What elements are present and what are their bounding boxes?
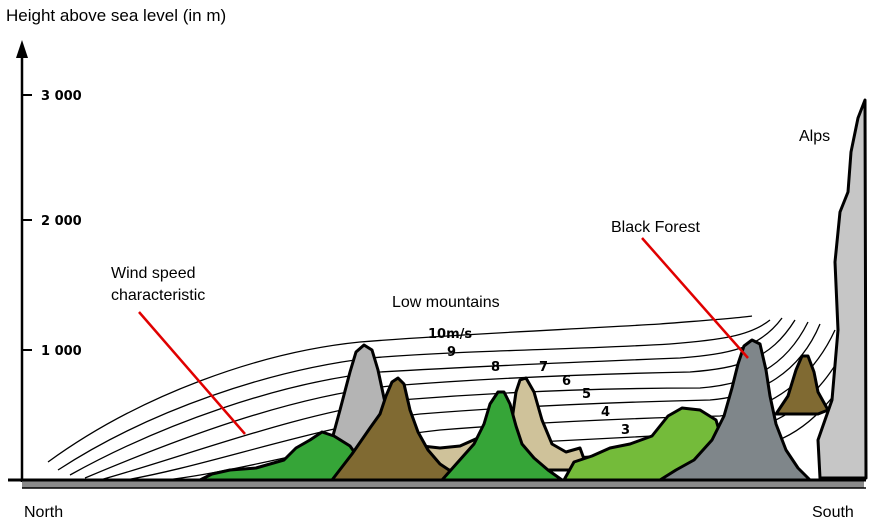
wind-line-9: [57, 319, 771, 471]
wind-speed-9: 9: [447, 345, 456, 360]
black-forest-label: Black Forest: [611, 219, 700, 236]
black-forest-pointer-line: [641, 237, 749, 359]
wind-annotation-line-2: characteristic: [111, 287, 205, 304]
wind-speed-10: 10m/s: [428, 327, 472, 342]
y-tick-label-3000: 3 000: [41, 89, 82, 104]
y-tick-label-2000: 2 000: [41, 214, 82, 229]
y-tick-label-1000: 1 000: [41, 344, 82, 359]
brown-mountain: [330, 376, 472, 482]
wind-speed-5: 5: [582, 387, 591, 402]
wind-speed-7: 7: [539, 360, 548, 375]
wind-speed-4: 4: [601, 405, 610, 420]
black-forest-mountain: [658, 338, 812, 482]
wind-speed-8: 8: [491, 360, 500, 375]
y-axis-title: Height above sea level (in m): [6, 6, 226, 25]
alps-mountain: [816, 98, 868, 480]
low-mountains-label: Low mountains: [392, 294, 500, 311]
alps-label: Alps: [799, 128, 830, 145]
wind-annotation-line-1: Wind speed: [111, 265, 196, 282]
wind-line-7: [84, 319, 796, 479]
wind-speed-6: 6: [562, 374, 571, 389]
north-label: North: [24, 504, 63, 521]
wind-speed-3: 3: [621, 423, 630, 438]
wind-pointer-line: [138, 311, 246, 435]
wind-line-8: [69, 317, 783, 476]
wind-line-4: [144, 329, 836, 483]
south-label: South: [812, 504, 854, 521]
mountains: [198, 98, 868, 482]
ground-hatch: [22, 480, 864, 488]
small-brown-peak: [774, 354, 830, 416]
y-axis-arrow: [16, 40, 28, 58]
wind-speed-labels: 10m/s 9 8 7 6 5 4 3: [428, 327, 630, 438]
green-peak-center: [440, 390, 564, 482]
wind-annotation: Wind speed characteristic: [111, 265, 205, 304]
wind-line-10: [47, 315, 753, 463]
